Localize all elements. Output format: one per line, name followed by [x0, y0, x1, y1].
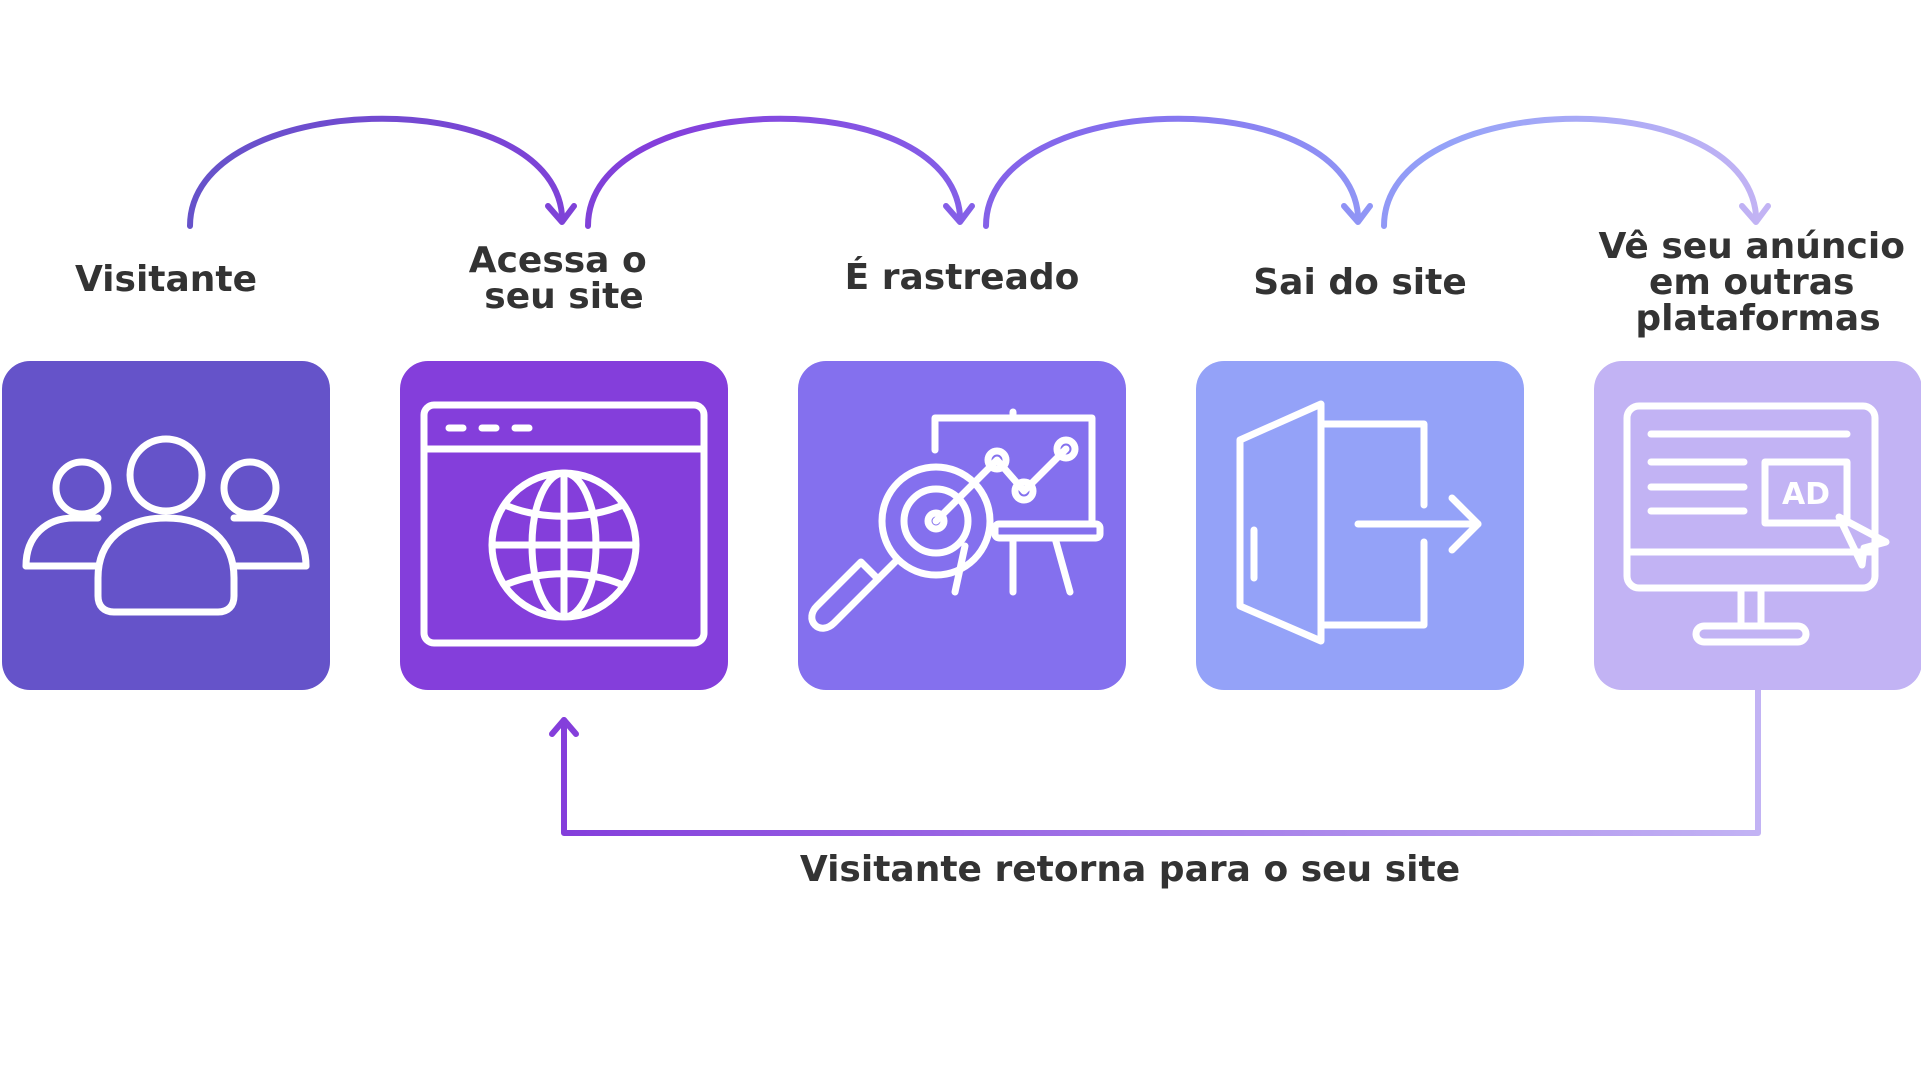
step-2-label: Acessa o seu site — [469, 240, 660, 317]
step-1-label-line-1: Visitante — [75, 259, 257, 300]
arrow-step4-to-step5 — [1381, 115, 1771, 229]
people-group-icon — [22, 435, 310, 616]
arrow-step3-to-step4 — [983, 115, 1373, 229]
step-5-box — [1594, 361, 1921, 690]
flow-arrows — [187, 115, 1771, 229]
exit-door-icon — [1236, 400, 1482, 645]
arrow-step2-to-step3 — [585, 115, 975, 229]
ad-badge-text: AD — [1782, 477, 1830, 512]
step-1-box — [2, 361, 330, 690]
return-arrow — [549, 687, 1761, 836]
step-1-label: Visitante — [75, 259, 257, 300]
step-3-label-line-1: É rastreado — [845, 256, 1080, 298]
browser-globe-icon — [420, 401, 708, 647]
step-5-label: Vê seu anúncio em outras plataformas — [1599, 226, 1918, 339]
step-3-label: É rastreado — [845, 256, 1080, 298]
analytics-magnifier-icon — [808, 408, 1104, 632]
arrow-step1-to-step2 — [187, 115, 577, 229]
step-5-label-line-1: Vê seu anúncio — [1599, 226, 1905, 267]
step-5-label-line-2: em outras — [1649, 262, 1855, 303]
return-flow-label: Visitante retorna para o seu site — [800, 849, 1460, 890]
step-4-label-line-1: Sai do site — [1253, 262, 1467, 303]
step-2-label-line-1: Acessa o — [469, 240, 647, 281]
step-2-label-line-2: seu site — [484, 276, 643, 317]
step-3-box — [798, 361, 1126, 690]
ad-monitor-icon: AD — [1623, 402, 1890, 646]
step-5-label-line-3: plataformas — [1635, 298, 1880, 339]
step-4-label: Sai do site — [1253, 262, 1467, 303]
